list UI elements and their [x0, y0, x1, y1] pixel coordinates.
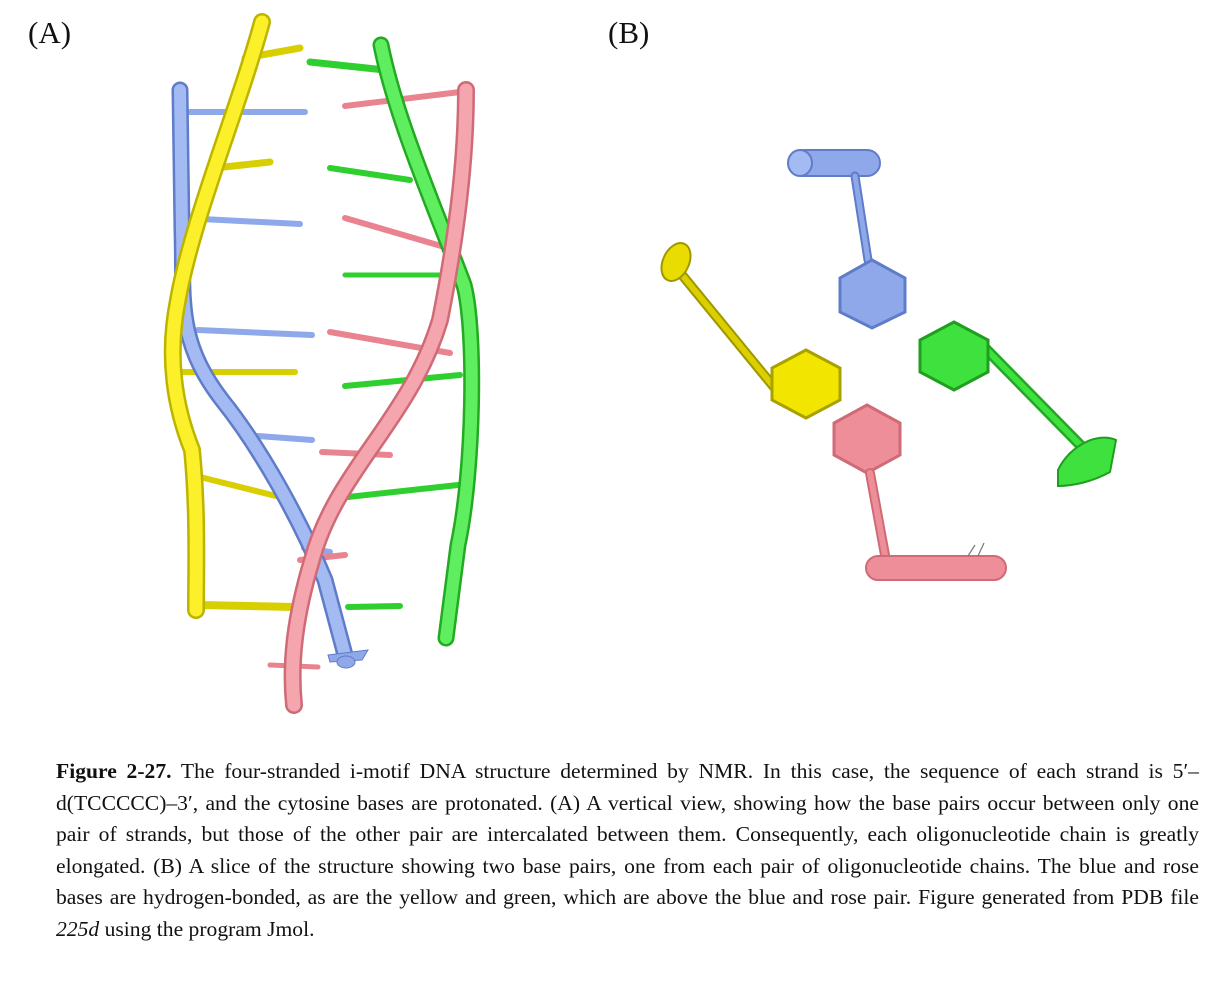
blue-base-ring	[838, 258, 907, 330]
panel-b-structure	[660, 149, 1118, 581]
panel-a-structure	[163, 13, 481, 714]
blue-base	[255, 433, 315, 443]
green-backbone	[1057, 436, 1118, 488]
yellow-linker	[675, 267, 781, 395]
green-base	[342, 372, 463, 389]
green-base	[327, 165, 413, 183]
panel-label-b: (B)	[608, 15, 650, 50]
yellow-base	[196, 601, 299, 611]
green-chain	[918, 320, 1118, 488]
yellow-base-ring	[770, 348, 842, 420]
figure-label: Figure 2-27.	[56, 759, 172, 783]
yellow-backbone	[660, 242, 692, 282]
blue-backbone-end	[787, 149, 813, 177]
green-base	[306, 58, 389, 74]
backbones	[163, 13, 481, 714]
rose-backbone	[865, 555, 1007, 581]
blue-base	[195, 327, 315, 338]
green-base	[345, 603, 403, 610]
pdb-id: 225d	[56, 916, 100, 941]
caption-text-1: The four-stranded i-motif DNA structure …	[56, 759, 1199, 909]
molecular-figure	[163, 13, 1118, 714]
rose-strand	[286, 83, 473, 712]
green-linker	[982, 345, 1093, 458]
green-base-ring	[918, 320, 990, 392]
caption-text-2: using the program Jmol.	[99, 916, 315, 941]
blue-strand-end-cap	[336, 655, 356, 669]
rose-base	[342, 215, 451, 251]
base-rungs	[177, 44, 463, 670]
rose-linker	[867, 470, 888, 558]
figure-caption: Figure 2-27. The four-stranded i-motif D…	[56, 756, 1199, 945]
yellow-chain	[660, 242, 842, 420]
blue-linker	[852, 173, 871, 263]
rose-base-ring	[832, 403, 902, 475]
yellow-strand	[166, 15, 269, 617]
rose-strand-shadow	[283, 81, 475, 714]
panel-label-a: (A)	[28, 15, 72, 50]
blue-chain	[787, 149, 907, 330]
green-base	[345, 482, 461, 500]
rose-base	[319, 449, 393, 458]
rose-chain	[832, 403, 1007, 581]
green-strand	[375, 39, 478, 644]
